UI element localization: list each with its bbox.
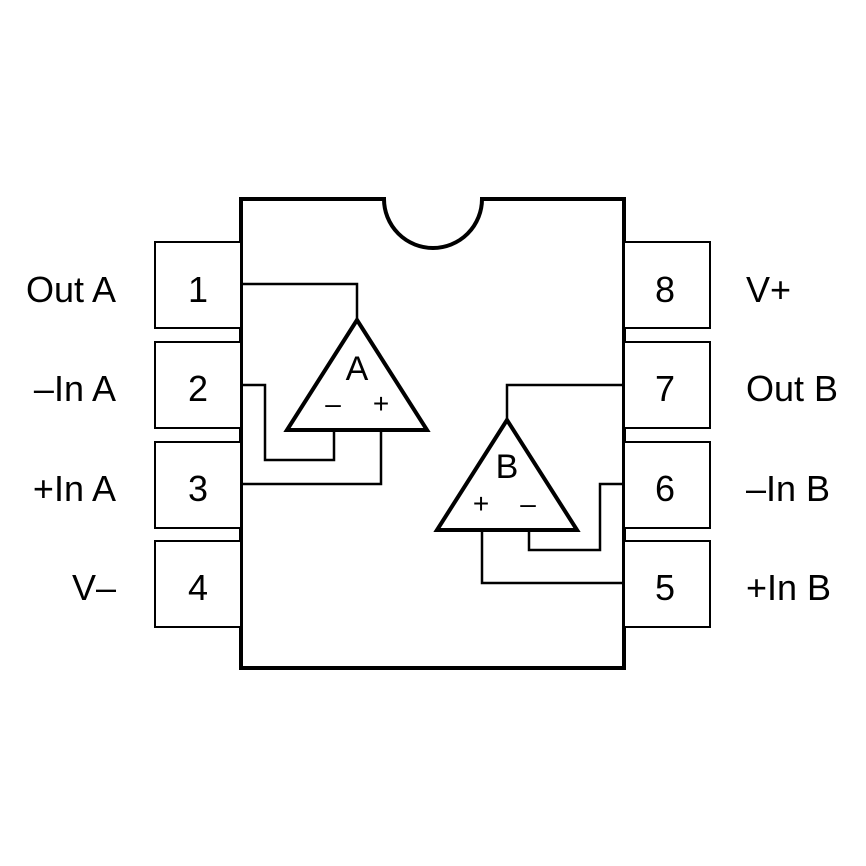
pin-5-label: +In B [746, 567, 831, 608]
pin-2-label: –In A [34, 368, 116, 409]
pin-4-number: 4 [188, 567, 208, 608]
pin-3-number: 3 [188, 468, 208, 509]
wire-inv-in-a [241, 383, 336, 462]
pin-1-number: 1 [188, 269, 208, 310]
pin-7-number: 7 [655, 368, 675, 409]
wire-inv-in-b [527, 482, 624, 552]
pin-6-number: 6 [655, 468, 675, 509]
pin-1-label: Out A [26, 269, 116, 310]
pin-6-label: –In B [746, 468, 830, 509]
pin-8-box [623, 241, 711, 329]
pin-2-number: 2 [188, 368, 208, 409]
pin-1-box [154, 241, 242, 329]
wire-noninv-in-b [480, 530, 624, 585]
op-amp-b-inverting-sign: – [520, 488, 536, 519]
pin-8-label: V+ [746, 269, 791, 310]
pin-2-box [154, 341, 242, 429]
wire-out-a [241, 282, 359, 320]
pin-8-number: 8 [655, 269, 675, 310]
pin-3-label: +In A [33, 468, 116, 509]
pin-4-label: V– [72, 567, 116, 608]
pin-6-box [623, 441, 711, 529]
pin-7-label: Out B [746, 368, 838, 409]
op-amp-a-label: A [346, 350, 369, 388]
pin-3-box [154, 441, 242, 529]
op-amp-b-triangle [433, 416, 581, 532]
op-amp-a-noninverting-sign: + [373, 388, 389, 419]
op-amp-b-noninverting-sign: + [473, 488, 489, 519]
ic-package-body [239, 197, 626, 670]
op-amp-b-label: B [496, 448, 519, 486]
wire-out-b [505, 383, 624, 420]
pin-4-box [154, 540, 242, 628]
pin-5-number: 5 [655, 567, 675, 608]
op-amp-a-inverting-sign: – [325, 388, 341, 419]
wire-noninv-in-a [241, 430, 383, 486]
op-amp-a-triangle [283, 316, 431, 432]
